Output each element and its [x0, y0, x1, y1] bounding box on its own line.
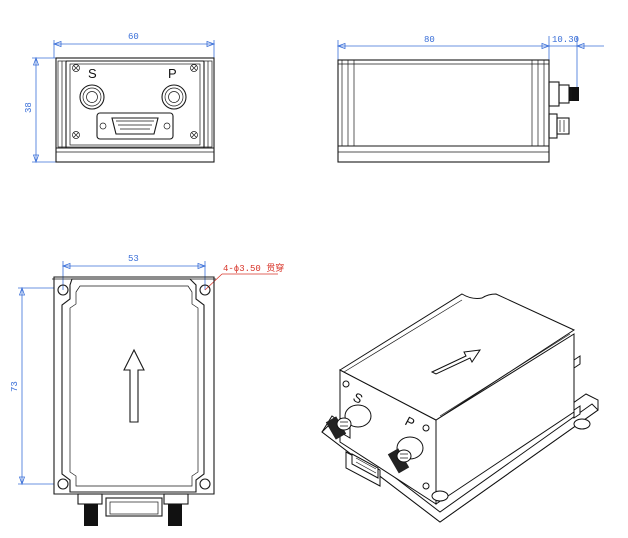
front-height-dimension: 38 [24, 56, 56, 164]
iso-dsub-connector-icon [345, 451, 381, 487]
front-width-dimension: 60 [52, 32, 216, 58]
iso-direction-arrow-icon [430, 349, 482, 375]
front-connector-p-icon [161, 84, 187, 110]
side-connector-icon [548, 81, 579, 139]
front-width-label: 60 [128, 32, 139, 42]
iso-mounting-hole-icon [431, 418, 591, 502]
side-length-label: 80 [424, 35, 435, 45]
top-length-dimension: 73 [10, 286, 54, 486]
side-length-dimension: 80 [336, 35, 551, 60]
top-view: 53 4-ϕ3.50 贯穿 73 [10, 254, 284, 526]
top-hole-callout-label: 4-ϕ3.50 贯穿 [223, 262, 284, 274]
iso-view: S P [321, 293, 599, 523]
front-screw-icon [72, 64, 198, 139]
top-hole-callout: 4-ϕ3.50 贯穿 [204, 262, 284, 291]
top-direction-arrow-icon [123, 348, 145, 423]
front-height-label: 38 [24, 102, 34, 113]
top-mounting-hole-icon [57, 284, 211, 490]
top-hole-span-dimension: 53 [61, 254, 207, 290]
iso-connector-p-icon [387, 436, 424, 474]
top-connector-icon [77, 493, 189, 526]
iso-connector-s-icon [325, 404, 372, 440]
side-view: 80 10.30 [336, 35, 604, 163]
front-label-p: P [168, 66, 177, 81]
side-connector-label: 10.30 [552, 35, 579, 45]
top-hole-span-label: 53 [128, 254, 139, 264]
side-connector-dimension: 10.30 [549, 35, 604, 90]
top-length-label: 73 [10, 381, 20, 392]
front-connector-s-icon [79, 84, 105, 110]
front-view: 60 38 S P [24, 32, 216, 164]
front-dsub-connector-icon [96, 112, 174, 140]
front-label-s: S [88, 66, 97, 81]
